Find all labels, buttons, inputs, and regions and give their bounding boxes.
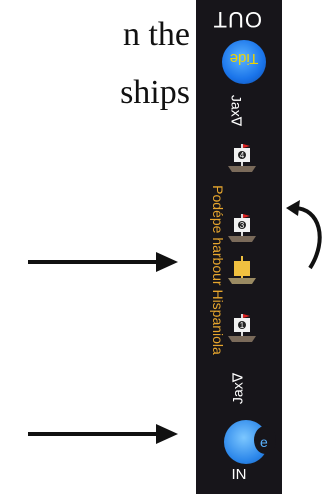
tide-out-icon[interactable]: Tide [222, 40, 266, 84]
harbour-label: Podépe harbour Hispaniola [210, 185, 226, 355]
tide-out-label: Tide [229, 50, 259, 67]
ship-number: 4 [240, 151, 245, 160]
jax-bottom-label: Jax∇ [229, 372, 246, 405]
tide-moon-shape [254, 426, 276, 454]
text-line: n the [122, 16, 190, 53]
jax-top-label: Jax∇ [228, 94, 245, 127]
ship-icon[interactable]: 4 [224, 140, 260, 176]
ship-icon[interactable] [224, 252, 260, 288]
ship-icon[interactable]: 1 [224, 310, 260, 346]
tide-in-label: e [260, 434, 268, 450]
document-text: n the ships [10, 6, 190, 122]
ship-number: 1 [240, 321, 245, 330]
curved-arrow-icon [284, 200, 336, 276]
arrow-icon [28, 424, 178, 444]
ship-icon[interactable]: 3 [224, 210, 260, 246]
out-label: OUT [212, 7, 262, 32]
tide-in-icon[interactable]: e [224, 420, 276, 464]
ship-number: 3 [240, 221, 245, 230]
harbour-panel: OUT Tide Jax∇ 4 3 [196, 0, 282, 494]
in-label: IN [231, 466, 247, 483]
text-line: ships [120, 74, 190, 111]
arrow-icon [28, 252, 178, 272]
